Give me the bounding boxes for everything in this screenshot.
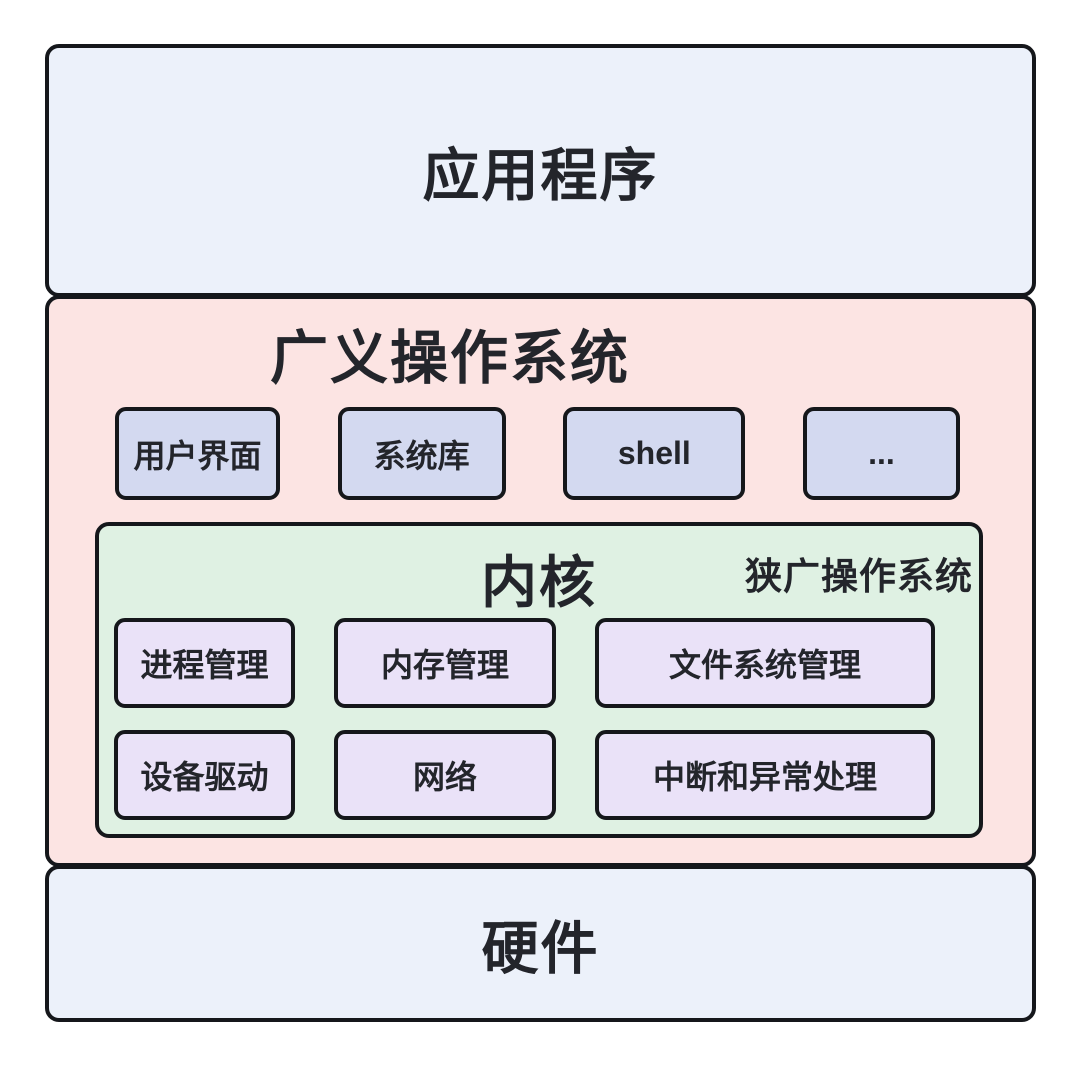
component-box-shell: shell [563, 407, 746, 500]
kernel-module-label: 设备驱动 [140, 759, 269, 795]
kernel-module-box-memory-management: 内存管理 [334, 618, 556, 708]
kernel-module-label: 文件系统管理 [668, 647, 861, 683]
kernel-module-box-device-drivers: 设备驱动 [114, 730, 295, 820]
kernel-module-label: 进程管理 [140, 647, 269, 683]
kernel-module-label: 内存管理 [380, 647, 509, 683]
os-components-row: 用户界面 系统库 shell ... [115, 407, 960, 500]
component-label: 用户界面 [133, 437, 262, 474]
component-box-ellipsis: ... [802, 407, 960, 500]
hardware-layer-box: 硬件 [45, 865, 1036, 1022]
component-label: shell [617, 435, 691, 471]
kernel-module-box-interrupt-exception-handling: 中断和异常处理 [595, 730, 935, 820]
broad-os-title: 广义操作系统 [270, 326, 631, 391]
kernel-module-label: 网络 [412, 759, 477, 795]
application-layer-label: 应用程序 [422, 143, 659, 208]
component-label: 系统库 [373, 437, 470, 474]
component-box-system-library: 系统库 [337, 407, 506, 500]
kernel-module-box-file-system-management: 文件系统管理 [595, 618, 935, 708]
kernel-module-label: 中断和异常处理 [652, 759, 877, 795]
kernel-box: 内核 狭广操作系统 进程管理 内存管理 文件系统管理 设备驱动 网络 [95, 522, 983, 838]
component-box-user-interface: 用户界面 [115, 407, 280, 500]
narrow-os-corner-label: 狭广操作系统 [745, 556, 973, 597]
kernel-title: 内核 [481, 551, 597, 614]
kernel-module-box-network: 网络 [334, 730, 556, 820]
component-label: ... [868, 435, 895, 471]
kernel-module-box-process-management: 进程管理 [114, 618, 295, 708]
application-layer-box: 应用程序 [45, 44, 1036, 297]
broad-os-layer-box: 广义操作系统 用户界面 系统库 shell ... 内核 狭广操作系统 进程管理 [45, 295, 1036, 867]
hardware-layer-label: 硬件 [481, 916, 600, 981]
kernel-modules-row-2: 设备驱动 网络 中断和异常处理 [114, 730, 935, 820]
kernel-modules-row-1: 进程管理 内存管理 文件系统管理 [114, 618, 935, 708]
